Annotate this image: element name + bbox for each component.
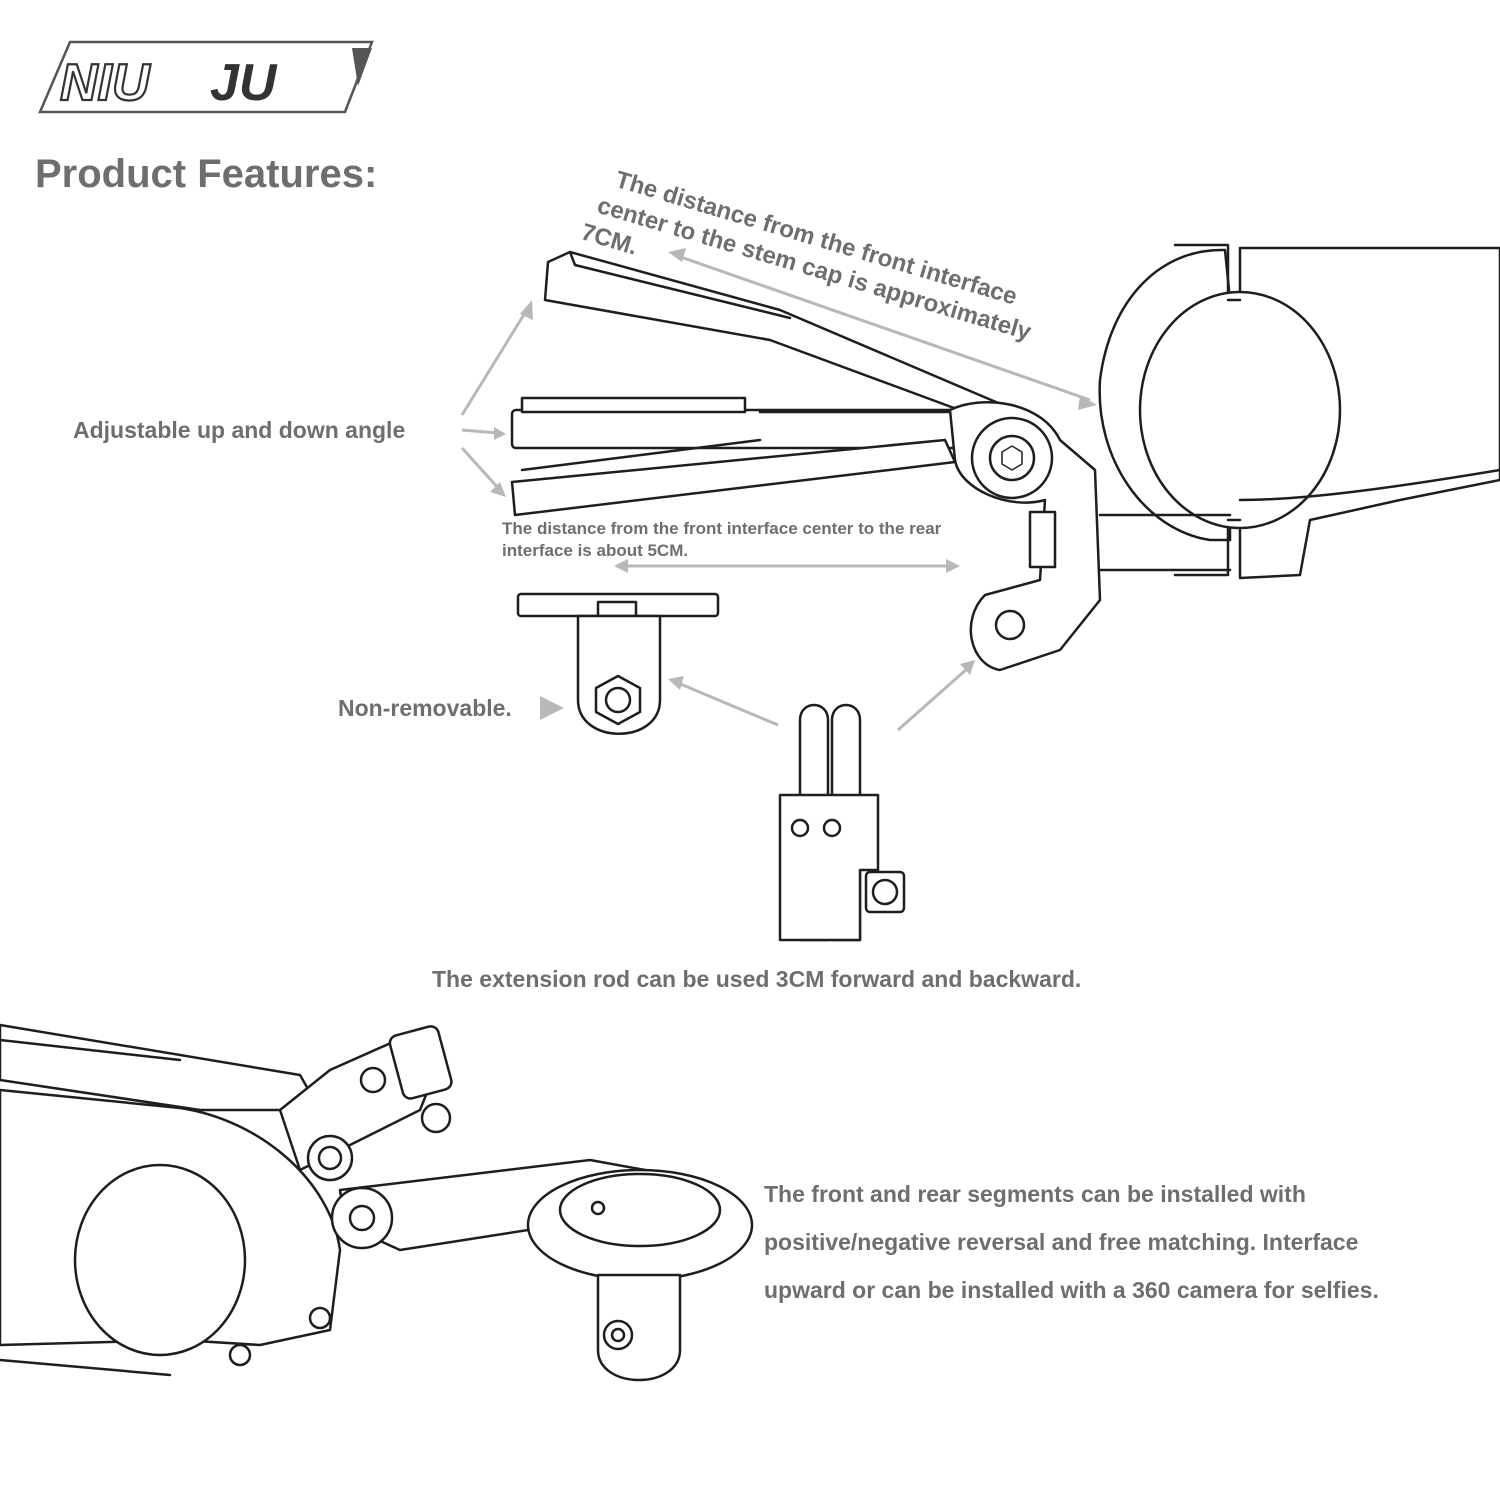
callout-segments-paragraph: The front and rear segments can be insta… <box>764 1170 1379 1314</box>
brand-logo: NIU JU <box>38 40 374 114</box>
page-title: Product Features: <box>35 152 378 196</box>
callout-distance-5cm-line-2: interface is about 5CM. <box>502 541 689 560</box>
callout-segments-line-1: The front and rear segments can be insta… <box>764 1181 1306 1207</box>
mount-arm-level <box>510 396 1014 450</box>
installed-assembly-drawing <box>0 1023 754 1382</box>
mount-arm-down <box>510 438 957 517</box>
hinge-bolt <box>948 400 1232 672</box>
callout-distance-5cm: The distance from the front interface ce… <box>502 518 941 562</box>
callout-arrows <box>460 248 1097 732</box>
extension-rod <box>778 703 906 942</box>
stem-clamp-drawing <box>1098 243 1500 580</box>
callout-segments-line-2: positive/negative reversal and free matc… <box>764 1229 1359 1255</box>
callout-non-removable: Non-removable. <box>338 695 512 721</box>
callout-extension-rod: The extension rod can be used 3CM forwar… <box>432 966 1082 992</box>
logo-wordmark-niu: NIU <box>60 54 151 112</box>
logo-wordmark-ju: JU <box>210 54 278 112</box>
camera-adapter <box>516 592 720 735</box>
callout-adjustable-angle: Adjustable up and down angle <box>73 417 406 443</box>
callout-distance-5cm-line-1: The distance from the front interface ce… <box>502 519 942 538</box>
callout-segments-line-3: upward or can be installed with a 360 ca… <box>764 1277 1379 1303</box>
